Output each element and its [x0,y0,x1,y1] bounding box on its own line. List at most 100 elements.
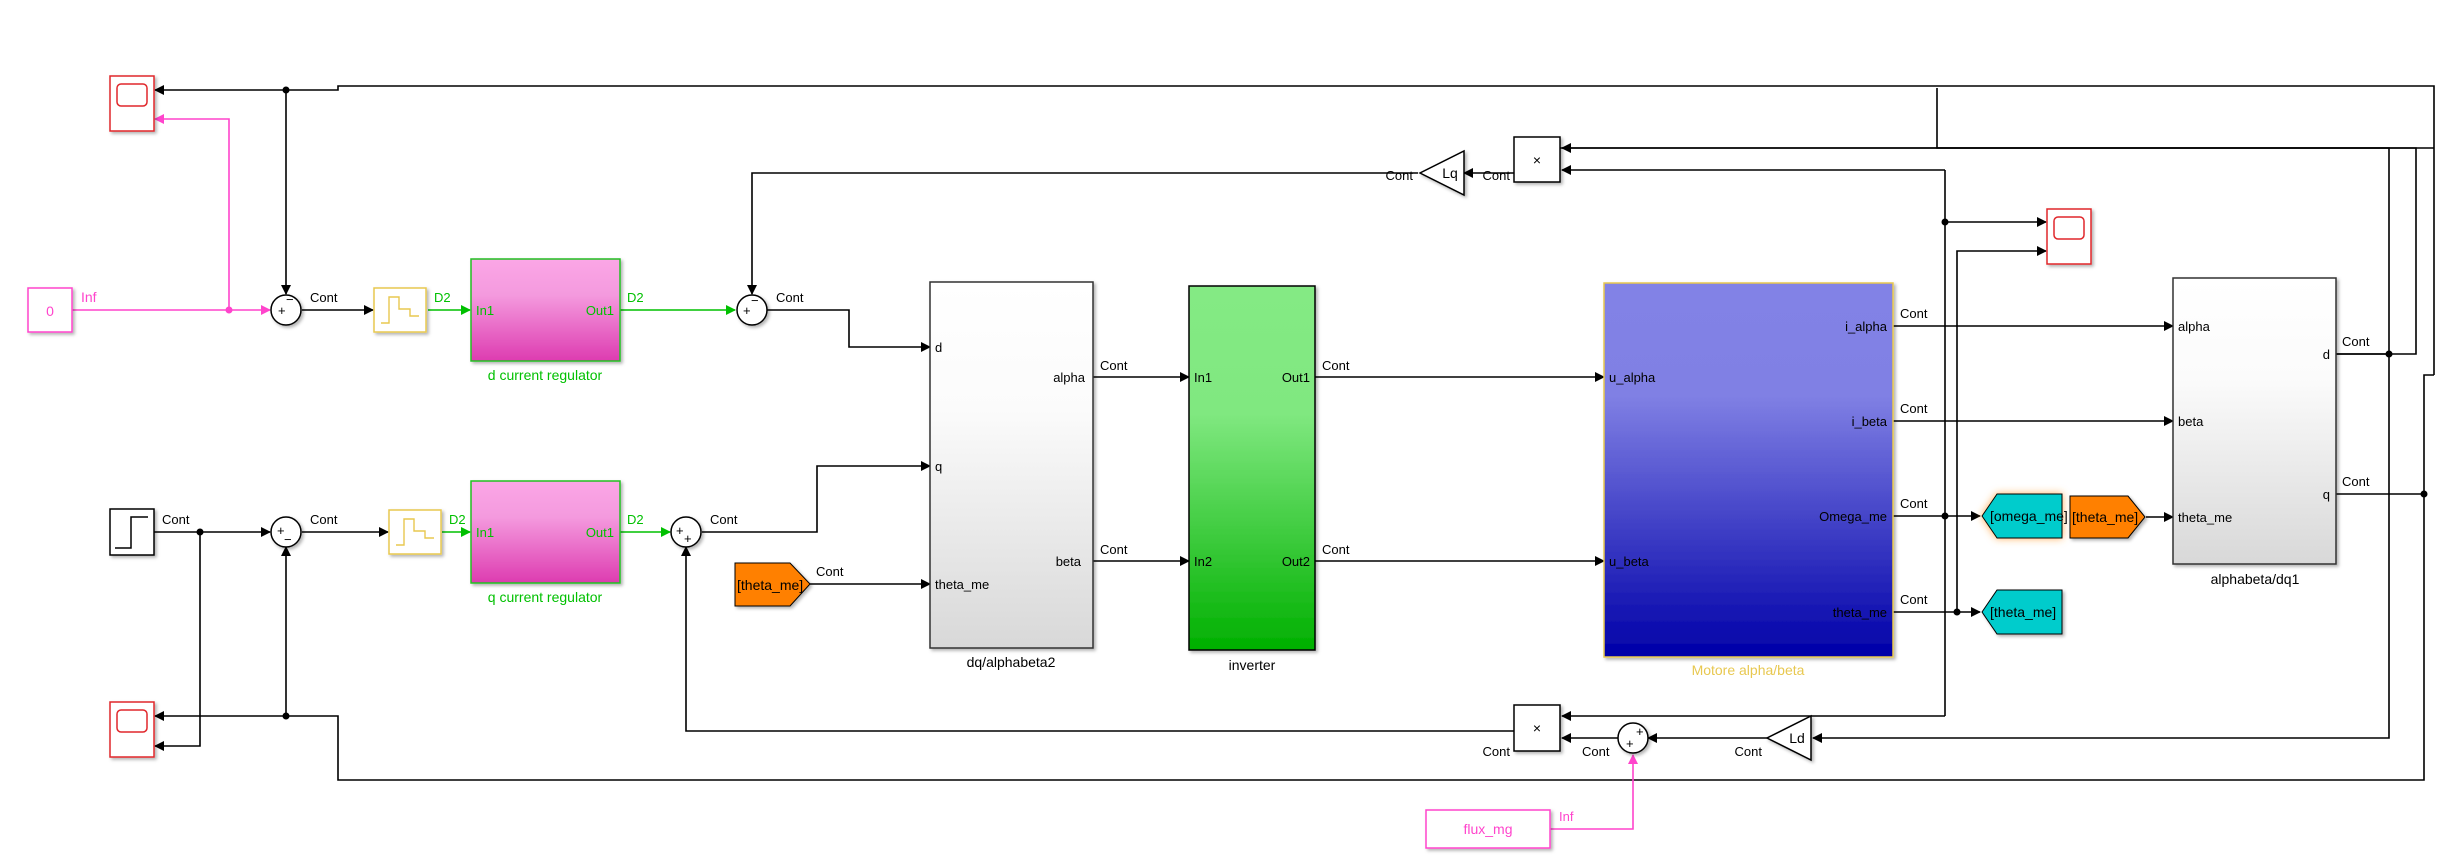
port-in1: In1 [476,525,494,540]
sum-sign: − [286,292,294,307]
dq-alphabeta2-block[interactable] [929,281,1094,649]
sum-sign: + [676,523,684,538]
port-in1: In1 [476,303,494,318]
signal-label: Cont [1900,496,1928,511]
goto-theta-tag: [theta_me] [1990,604,2056,620]
wire-d-down-to-ld[interactable] [1812,354,2390,743]
constant-zero-rate: Inf [81,289,97,305]
port-u-beta: u_beta [1609,554,1650,569]
port-d: d [935,340,942,355]
signal-label: Cont [1483,744,1511,759]
sum-d-error[interactable]: + − [270,292,302,326]
alphabeta-dq1-block[interactable] [2172,277,2337,565]
port-theta-me: theta_me [1833,605,1887,620]
port-out2: Out2 [1282,554,1310,569]
from-theta-me-left[interactable] [734,562,811,607]
sum-sign: + [1636,724,1644,739]
signal-label: Cont [776,290,804,305]
wire-qsum2-to-dq-q[interactable] [702,461,931,533]
sum-q-decoupling[interactable]: + + [670,516,702,548]
sum-sign: + [277,523,285,538]
wire-theta-to-scope3-in2[interactable] [1956,246,2047,612]
wire-top-line[interactable] [286,85,2435,375]
product-bottom-block[interactable] [1513,704,1561,752]
flux-mg-rate: Inf [1559,809,1574,824]
zero-order-hold-d[interactable] [373,287,427,333]
wire-q-up[interactable] [2423,374,2434,494]
product-top-block[interactable] [1513,136,1561,183]
sum-q-error[interactable]: + − [270,516,302,548]
signal-label: Cont [1386,168,1414,183]
port-d: d [2323,347,2330,362]
scope-bottom-left[interactable] [109,701,155,758]
junction-dot-pink [225,306,233,314]
wire-step-to-scope2[interactable] [154,532,201,751]
zero-order-hold-q[interactable] [388,509,442,555]
signal-label: Cont [2342,474,2370,489]
signal-label: Cont [1483,168,1511,183]
wire-flux-mg-to-sum[interactable] [1550,754,1638,830]
scope-screen-icon [2053,216,2085,240]
wire-q-down-bottom[interactable] [286,494,2425,781]
rate-label-d2: D2 [449,512,466,527]
d-regulator-name: d current regulator [488,367,603,383]
wire-dsum2-to-dq-d[interactable] [767,309,931,352]
q-current-regulator[interactable] [470,480,621,584]
motor-name: Motore alpha/beta [1692,662,1805,678]
port-in1: In1 [1194,370,1212,385]
flux-mg-constant-block[interactable] [1425,809,1551,849]
port-omega-me: Omega_me [1819,509,1887,524]
step-rate-label: Cont [162,512,190,527]
port-out1: Out1 [586,525,614,540]
port-in2: In2 [1194,554,1212,569]
inverter-name: inverter [1229,657,1276,673]
sum-sign: − [284,532,292,547]
sum-sign: − [751,293,759,308]
signal-label: Cont [1900,592,1928,607]
signal-label: Cont [1582,744,1610,759]
goto-theta-me[interactable] [1981,589,2063,635]
step-block[interactable] [109,508,155,556]
q-regulator-name: q current regulator [488,589,603,605]
multiply-icon: × [1533,720,1541,736]
port-theta-me: theta_me [2178,510,2232,525]
scope-right[interactable] [2046,208,2092,265]
gain-lq-block[interactable] [1418,149,1465,197]
port-theta-me: theta_me [935,577,989,592]
goto-omega-me[interactable] [1981,493,2063,539]
from-theta-me-right[interactable] [2069,495,2146,539]
zoh-staircase-icon [381,296,419,324]
sum-flux[interactable]: + + [1617,722,1649,754]
wire-zero-to-scope1[interactable] [154,114,230,310]
signal-label: Cont [1322,542,1350,557]
from-theta-tag: [theta_me] [737,577,803,593]
alphabeta-dq1-name: alphabeta/dq1 [2211,571,2300,587]
scope-top-left[interactable] [109,75,155,132]
sum-sign: + [1626,736,1634,751]
signal-label: Cont [1900,401,1928,416]
d-current-regulator[interactable] [470,258,621,362]
signal-label: Cont [1735,744,1763,759]
gain-ld-value: Ld [1789,730,1805,746]
motor-alpha-beta-block[interactable] [1603,282,1894,658]
inverter-block[interactable] [1188,285,1316,651]
signal-label: Cont [2342,334,2370,349]
scope-screen-icon [116,83,148,107]
port-q: q [935,459,942,474]
gain-ld-block[interactable] [1765,714,1812,762]
sum-sign: + [743,303,751,318]
port-i-alpha: i_alpha [1845,319,1888,334]
constant-zero-value: 0 [46,303,54,319]
zoh-staircase-icon [396,518,434,546]
dq-alphabeta2-name: dq/alphabeta2 [967,654,1056,670]
signal-label: Cont [1100,542,1128,557]
sum-d-decoupling[interactable]: + − [736,293,768,326]
signal-label: Cont [816,564,844,579]
wire-bottom-product-to-qsum2[interactable] [681,546,1514,732]
port-alpha: alpha [1053,370,1086,385]
wire-lq-to-dsum2[interactable] [747,172,1418,295]
port-beta: beta [1056,554,1082,569]
constant-zero-block[interactable] [27,287,73,333]
sum-sign: + [684,531,692,546]
